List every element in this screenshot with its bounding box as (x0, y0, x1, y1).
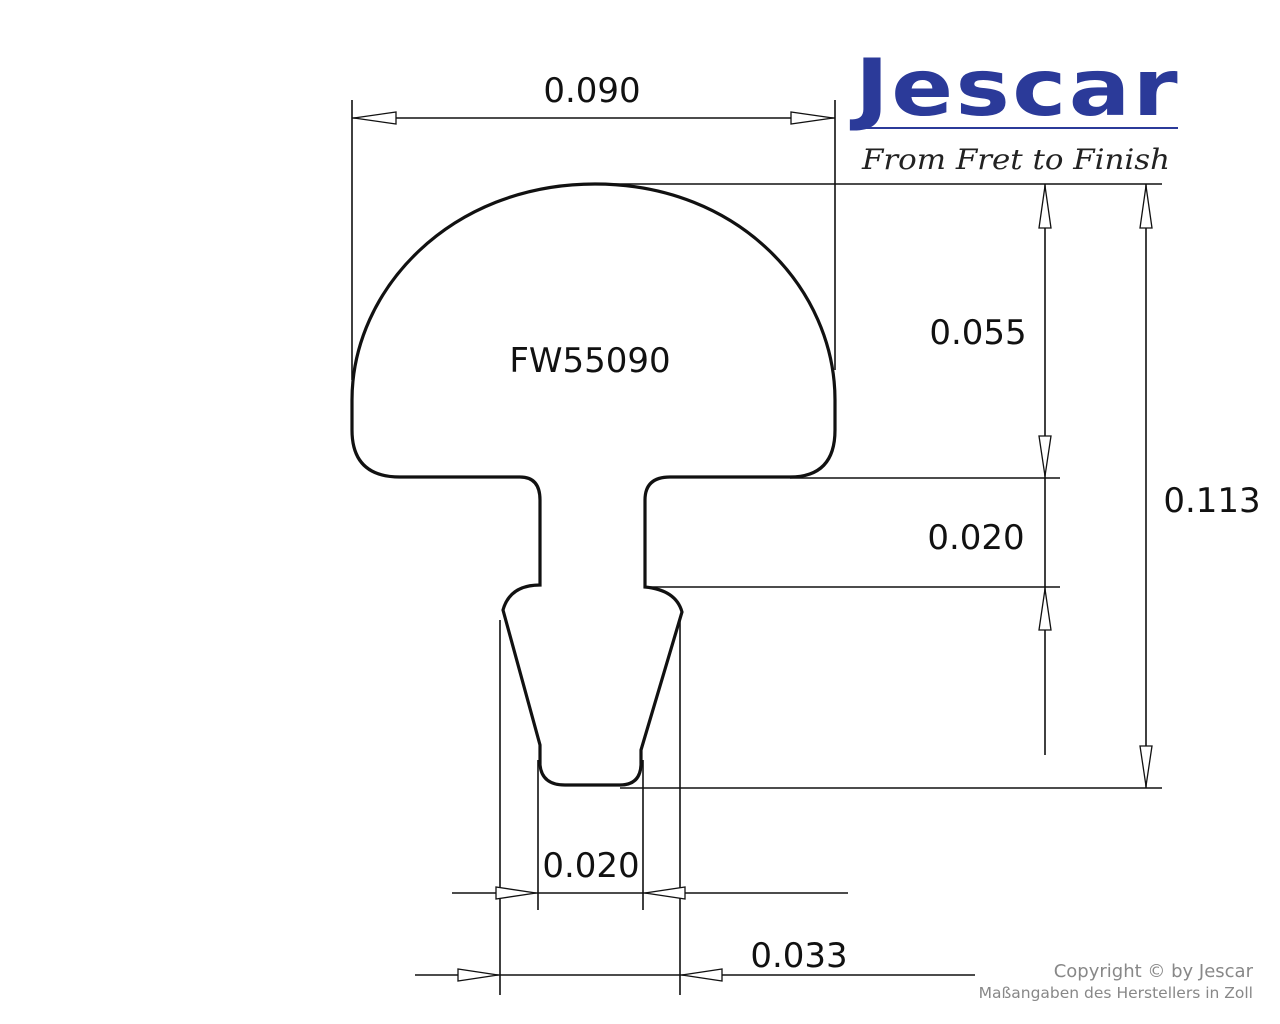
dimension-tang-neck (1038, 478, 1052, 755)
units-note: Maßangaben des Herstellers in Zoll (979, 984, 1253, 1002)
dimension-crown-width (351, 100, 836, 380)
part-number: FW55090 (509, 341, 670, 381)
label-barb-width: 0.033 (750, 936, 847, 976)
dimension-total-height (1139, 184, 1153, 788)
label-total-height: 0.113 (1163, 481, 1260, 521)
fret-profile (350, 182, 837, 787)
label-crown-height: 0.055 (929, 313, 1026, 353)
jescar-logo: Jescar From Fret to Finish (849, 44, 1180, 176)
label-tang-width: 0.020 (542, 846, 639, 886)
label-tang-neck: 0.020 (927, 518, 1024, 558)
logo-tagline: From Fret to Finish (861, 143, 1170, 176)
logo-brand: Jescar (849, 44, 1180, 134)
dimension-crown-height (1038, 184, 1052, 478)
dimension-tang-width (452, 886, 848, 900)
label-crown-width: 0.090 (543, 71, 640, 111)
copyright: Copyright © by Jescar (1054, 961, 1254, 982)
dimension-barb-width (415, 968, 975, 982)
